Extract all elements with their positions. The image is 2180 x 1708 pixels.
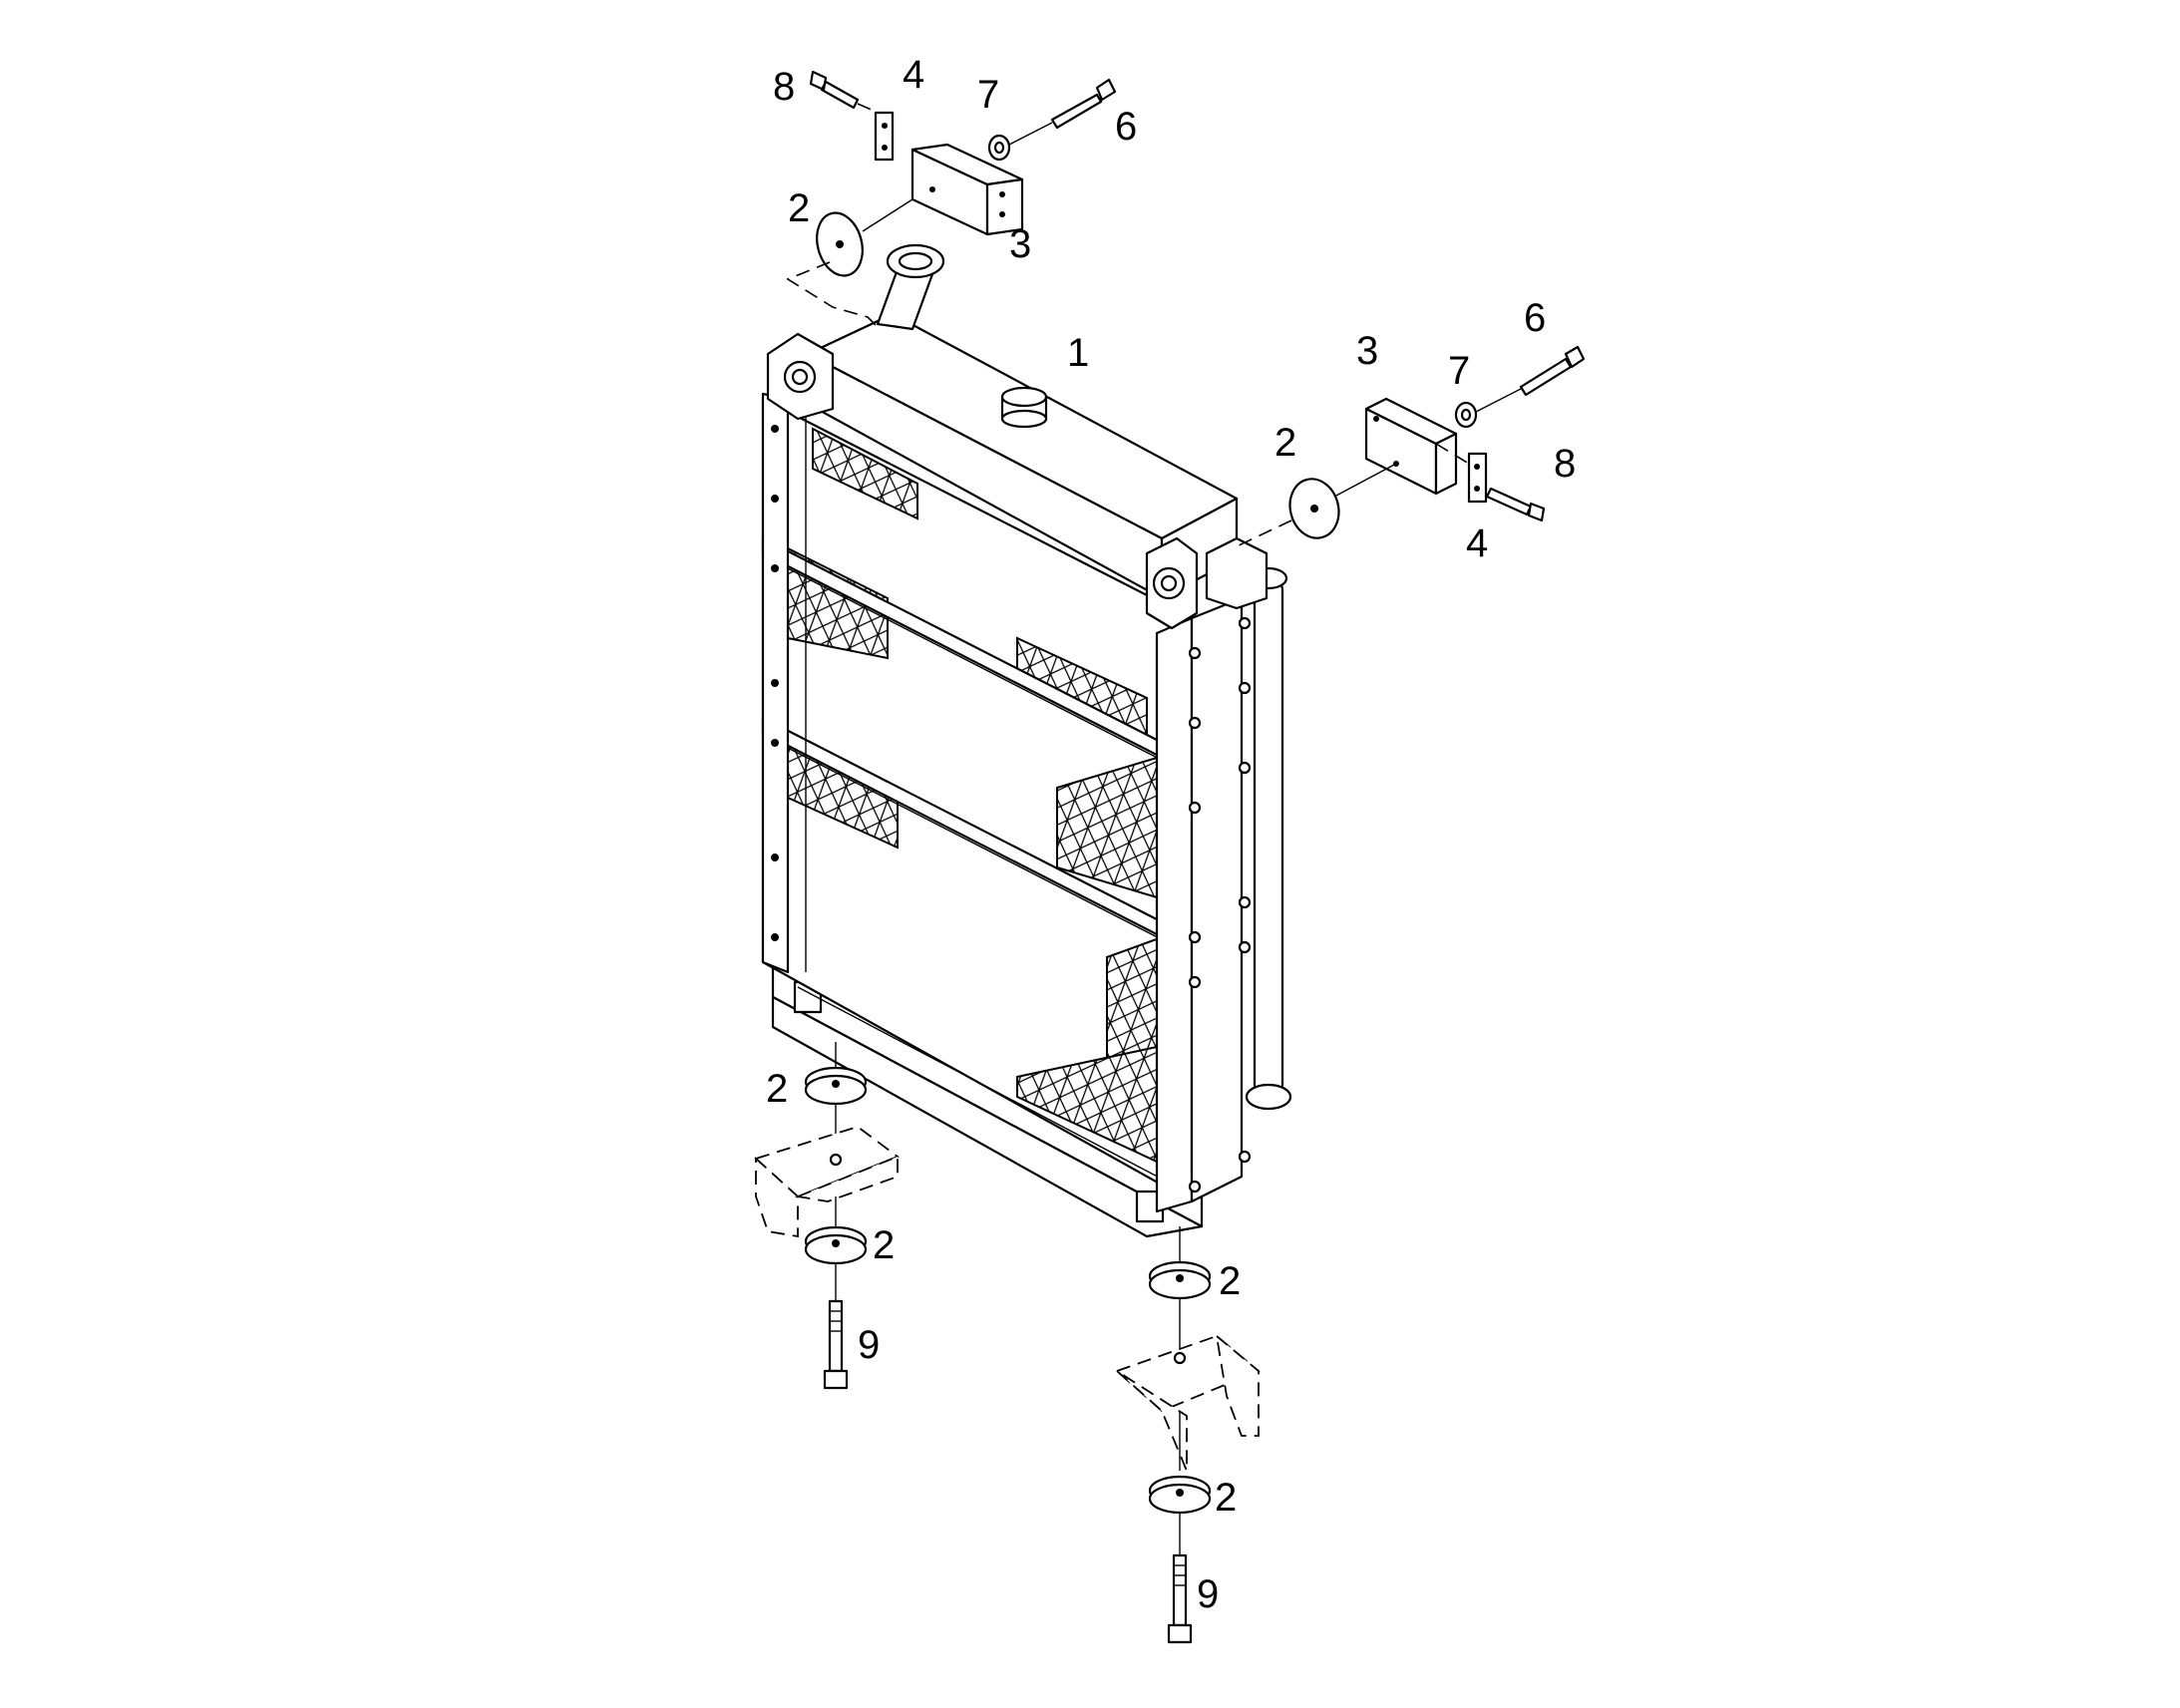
callout-2-bottom-right-lower: 2 [1215,1476,1237,1520]
bracket-3-top-left [910,143,1024,236]
bolt-9-bottom-left [823,1299,849,1390]
callout-6-top-left: 6 [1115,105,1137,149]
rubber-mount-2-right [1288,478,1340,539]
rubber-mount-2-bottom-left-lower [804,1225,868,1265]
callout-2-bottom-left-lower: 2 [873,1223,895,1267]
top-right-mount-ear [1145,536,1269,630]
right-bracket-set [1236,345,1586,547]
bottom-right-mount-set [1115,1226,1261,1644]
rubber-mount-2-bottom-left-upper [804,1066,868,1106]
shim-plate-4-top-left [874,111,895,162]
callout-9-bottom-left: 9 [858,1323,880,1367]
bolt-8-top-left [809,70,860,110]
callout-4-top-left: 4 [903,53,924,97]
right-side-bolts [1188,616,1252,1194]
top-left-mount-ear [766,332,835,421]
left-side-bolts [771,425,779,941]
bracket-3-right [1364,397,1458,496]
callout-3-right: 3 [1356,329,1378,373]
callout-4-right: 4 [1466,521,1488,565]
rubber-mount-2-bottom-right-lower [1148,1475,1212,1515]
callout-6-right: 6 [1524,296,1546,340]
shim-plate-4-right [1467,452,1488,504]
washer-7-top-left [987,134,1011,162]
bolt-6-top-left [1050,78,1117,130]
top-left-bracket-set [786,70,1117,328]
frame-bracket-bottom-right [1115,1333,1261,1472]
callout-1-radiator: 1 [1067,331,1089,375]
callout-8-top-left: 8 [773,65,795,109]
side-hose-pipe [1253,576,1284,1099]
callout-2-top-left: 2 [788,186,810,230]
top-inlet-pipe [876,243,945,331]
bolt-6-right [1519,345,1586,397]
washer-7-right [1454,401,1478,429]
right-side-channel [1155,616,1194,1213]
bottom-left-mount-set [754,1042,900,1390]
callout-9-bottom-right: 9 [1197,1572,1219,1616]
callout-8-right: 8 [1554,442,1576,486]
rubber-mount-2-bottom-right-upper [1148,1260,1212,1300]
callout-labels: 8 4 7 6 2 3 1 3 7 6 2 8 4 2 2 9 2 2 9 [766,53,1576,1616]
callout-3-top-left: 3 [1009,222,1031,266]
callout-7-top-left: 7 [977,73,999,117]
core-divider-bars [761,536,1194,1183]
rubber-mount-2-top-left [816,211,864,277]
bolt-8-right [1485,487,1546,522]
frame-bracket-bottom-left [754,1126,900,1238]
callout-7-right: 7 [1448,349,1470,393]
callout-2-bottom-left-upper: 2 [766,1067,788,1111]
filler-cap [1000,386,1048,429]
core-mesh-top [812,427,918,520]
callout-2-bottom-right-upper: 2 [1219,1259,1241,1303]
radiator-assembly [761,243,1292,1238]
bolt-9-bottom-right [1167,1553,1193,1644]
callout-2-right: 2 [1274,421,1296,465]
